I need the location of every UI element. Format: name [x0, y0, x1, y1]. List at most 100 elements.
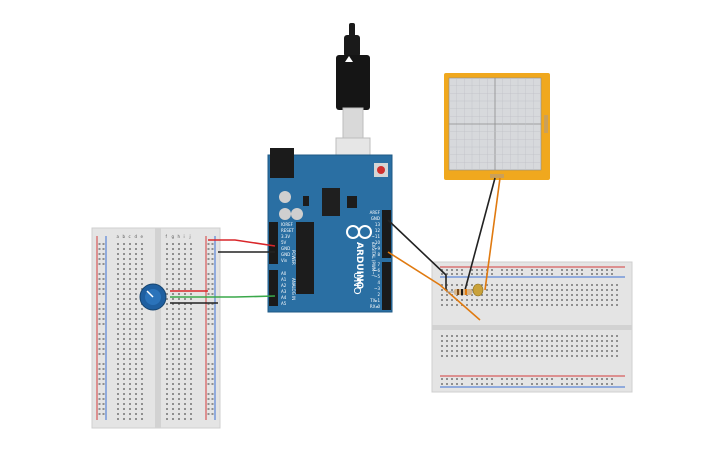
breadboard-hole[interactable]: [172, 243, 174, 245]
breadboard-hole[interactable]: [566, 345, 568, 347]
breadboard-hole[interactable]: [486, 294, 488, 296]
breadboard-left-holes[interactable]: [98, 243, 214, 420]
breadboard-hole[interactable]: [184, 348, 186, 350]
breadboard-hole[interactable]: [207, 293, 210, 295]
wire-plotter-gnd-black[interactable]: [464, 177, 496, 291]
breadboard-hole[interactable]: [446, 284, 448, 286]
breadboard-hole[interactable]: [491, 378, 493, 380]
breadboard-hole[interactable]: [98, 318, 101, 320]
breadboard-hole[interactable]: [117, 403, 119, 405]
breadboard-hole[interactable]: [211, 263, 214, 265]
breadboard-hole[interactable]: [581, 345, 583, 347]
breadboard-hole[interactable]: [576, 383, 578, 385]
breadboard-hole[interactable]: [471, 383, 473, 385]
breadboard-hole[interactable]: [123, 398, 125, 400]
breadboard-hole[interactable]: [135, 328, 137, 330]
breadboard-hole[interactable]: [166, 278, 168, 280]
breadboard-hole[interactable]: [526, 294, 528, 296]
breadboard-hole[interactable]: [166, 378, 168, 380]
breadboard-hole[interactable]: [129, 378, 131, 380]
breadboard-hole[interactable]: [117, 298, 119, 300]
breadboard-hole[interactable]: [135, 378, 137, 380]
breadboard-hole[interactable]: [123, 343, 125, 345]
breadboard-hole[interactable]: [190, 378, 192, 380]
breadboard-hole[interactable]: [117, 373, 119, 375]
breadboard-hole[interactable]: [172, 333, 174, 335]
breadboard-hole[interactable]: [166, 263, 168, 265]
breadboard-hole[interactable]: [581, 335, 583, 337]
breadboard-hole[interactable]: [596, 340, 598, 342]
breadboard-hole[interactable]: [166, 343, 168, 345]
breadboard-hole[interactable]: [456, 335, 458, 337]
breadboard-hole[interactable]: [129, 323, 131, 325]
breadboard-hole[interactable]: [141, 353, 143, 355]
breadboard-hole[interactable]: [172, 373, 174, 375]
breadboard-hole[interactable]: [178, 298, 180, 300]
breadboard-hole[interactable]: [135, 353, 137, 355]
breadboard-hole[interactable]: [546, 335, 548, 337]
breadboard-hole[interactable]: [571, 299, 573, 301]
breadboard-hole[interactable]: [531, 345, 533, 347]
breadboard-hole[interactable]: [178, 388, 180, 390]
breadboard-hole[interactable]: [586, 284, 588, 286]
breadboard-hole[interactable]: [466, 340, 468, 342]
breadboard-hole[interactable]: [506, 350, 508, 352]
breadboard-hole[interactable]: [511, 335, 513, 337]
breadboard-hole[interactable]: [611, 304, 613, 306]
breadboard-hole[interactable]: [476, 350, 478, 352]
breadboard-hole[interactable]: [491, 269, 493, 271]
breadboard-hole[interactable]: [501, 383, 503, 385]
breadboard-hole[interactable]: [581, 284, 583, 286]
breadboard-hole[interactable]: [441, 273, 443, 275]
breadboard-hole[interactable]: [190, 268, 192, 270]
breadboard-hole[interactable]: [446, 383, 448, 385]
breadboard-hole[interactable]: [491, 299, 493, 301]
breadboard-hole[interactable]: [456, 383, 458, 385]
breadboard-hole[interactable]: [506, 273, 508, 275]
breadboard-hole[interactable]: [141, 373, 143, 375]
breadboard-hole[interactable]: [571, 350, 573, 352]
breadboard-hole[interactable]: [211, 393, 214, 395]
breadboard-hole[interactable]: [172, 283, 174, 285]
breadboard-hole[interactable]: [461, 345, 463, 347]
breadboard-hole[interactable]: [190, 288, 192, 290]
breadboard-hole[interactable]: [141, 413, 143, 415]
breadboard-hole[interactable]: [566, 383, 568, 385]
breadboard-hole[interactable]: [135, 358, 137, 360]
ceramic-capacitor[interactable]: [472, 283, 484, 297]
wire-gnd-right-black[interactable]: [387, 219, 447, 290]
breadboard-hole[interactable]: [546, 355, 548, 357]
breadboard-hole[interactable]: [581, 378, 583, 380]
breadboard-hole[interactable]: [451, 345, 453, 347]
breadboard-hole[interactable]: [184, 293, 186, 295]
breadboard-hole[interactable]: [461, 340, 463, 342]
breadboard-hole[interactable]: [123, 413, 125, 415]
breadboard-hole[interactable]: [117, 263, 119, 265]
breadboard-hole[interactable]: [166, 253, 168, 255]
breadboard-hole[interactable]: [446, 340, 448, 342]
breadboard-hole[interactable]: [207, 323, 210, 325]
breadboard-hole[interactable]: [172, 268, 174, 270]
breadboard-hole[interactable]: [541, 289, 543, 291]
breadboard-hole[interactable]: [207, 403, 210, 405]
breadboard-hole[interactable]: [536, 355, 538, 357]
breadboard-hole[interactable]: [461, 335, 463, 337]
breadboard-hole[interactable]: [441, 269, 443, 271]
breadboard-hole[interactable]: [496, 345, 498, 347]
breadboard-hole[interactable]: [141, 383, 143, 385]
breadboard-hole[interactable]: [190, 338, 192, 340]
breadboard-hole[interactable]: [601, 345, 603, 347]
breadboard-hole[interactable]: [506, 304, 508, 306]
breadboard-hole[interactable]: [541, 335, 543, 337]
breadboard-hole[interactable]: [123, 373, 125, 375]
breadboard-hole[interactable]: [211, 383, 214, 385]
breadboard-hole[interactable]: [129, 318, 131, 320]
breadboard-hole[interactable]: [141, 253, 143, 255]
breadboard-hole[interactable]: [178, 393, 180, 395]
breadboard-hole[interactable]: [531, 335, 533, 337]
breadboard-hole[interactable]: [541, 378, 543, 380]
breadboard-hole[interactable]: [561, 284, 563, 286]
breadboard-hole[interactable]: [211, 253, 214, 255]
breadboard-hole[interactable]: [190, 323, 192, 325]
breadboard-hole[interactable]: [451, 299, 453, 301]
